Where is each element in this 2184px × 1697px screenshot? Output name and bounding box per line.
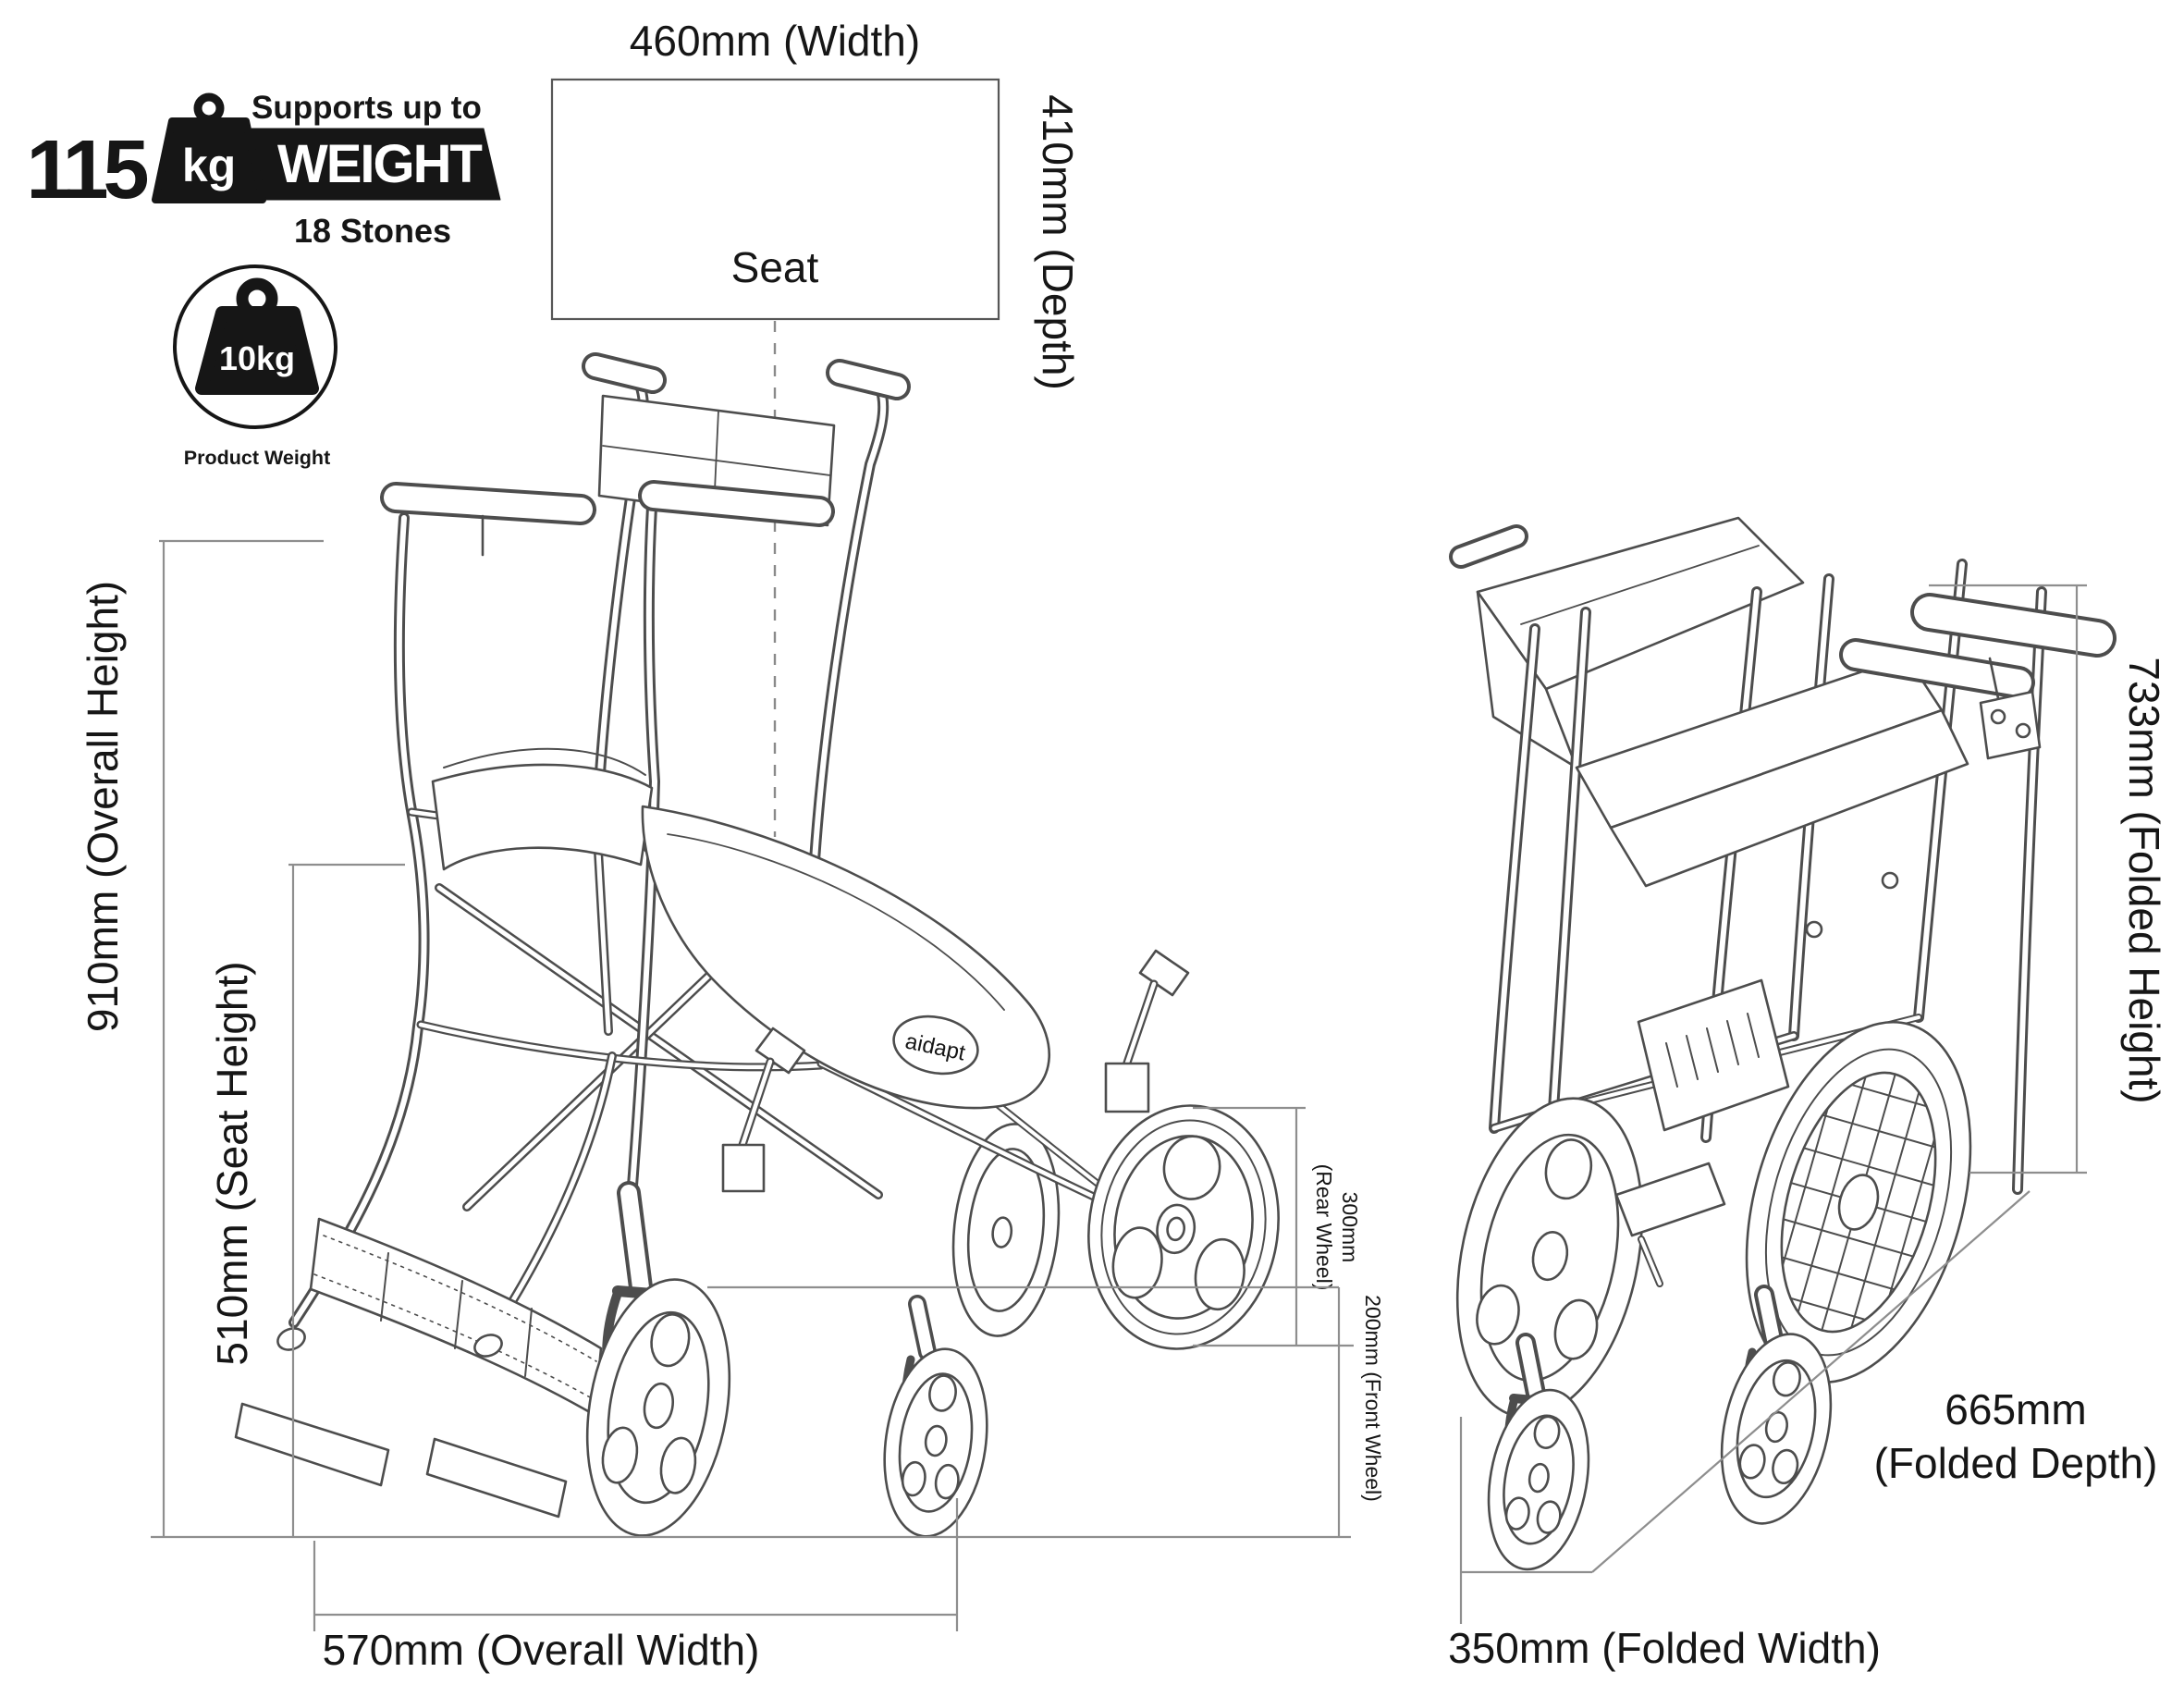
seat-height-label: 510mm (Seat Height)	[208, 961, 256, 1365]
folded-height-label: 733mm (Folded Height)	[2120, 657, 2168, 1103]
brake-lever-left	[721, 1027, 806, 1193]
folded-chair-dimensions: 733mm (Folded Height) 665mm (Folded Dept…	[1448, 584, 2168, 1672]
open-wheelchair-drawing: aidapt	[234, 352, 1280, 1538]
seat-label: Seat	[731, 243, 819, 291]
folded-right-caster	[1720, 1285, 1833, 1525]
armrest-right	[638, 480, 835, 527]
folded-depth-name: (Folded Depth)	[1874, 1439, 2158, 1487]
kettlebell-weight-icon: kg	[152, 92, 266, 203]
kettlebell-body-icon	[195, 306, 319, 395]
max-weight-value: 115	[26, 124, 147, 216]
seat-sling	[431, 747, 654, 871]
folded-wheelchair-drawing	[1449, 516, 2117, 1571]
heel-strap	[309, 1217, 603, 1417]
folded-footplate	[1614, 1162, 1726, 1287]
rear-wheel-value: 300mm	[1338, 1192, 1362, 1263]
rear-wheel	[1087, 1104, 1280, 1350]
footrest-assembly	[234, 1217, 603, 1519]
max-weight-unit: kg	[182, 140, 236, 191]
product-weight-value: 10kg	[219, 339, 295, 377]
vented-side-panel	[1637, 978, 1790, 1132]
weight-banner-label: WEIGHT	[277, 134, 483, 194]
seat-outline-box	[550, 78, 1000, 321]
overall-height-label: 910mm (Overall Height)	[79, 581, 127, 1032]
brake-lever-right	[1104, 949, 1190, 1113]
supports-label: Supports up to	[252, 90, 482, 126]
folded-depth-value: 665mm	[1945, 1385, 2086, 1433]
open-chair-dimensions: 910mm (Overall Height) 510mm (Seat Heigh…	[79, 539, 1385, 1674]
folded-width-label: 350mm (Folded Width)	[1448, 1624, 1881, 1672]
product-weight-label: Product Weight	[184, 447, 330, 469]
far-front-caster	[883, 1295, 988, 1538]
folded-seat-panels	[1575, 655, 1969, 888]
folded-left-caster	[1487, 1333, 1590, 1571]
seat-plan: 460mm (Width) Seat 410mm (Depth)	[550, 17, 1082, 837]
product-weight-icon: 10kg Product Weight	[173, 264, 337, 469]
front-wheel-label: 200mm (Front Wheel)	[1361, 1295, 1385, 1502]
front-caster	[585, 1181, 731, 1537]
max-weight-badge: WEIGHT Supports up to 18 Stones 115 kg	[26, 90, 501, 250]
seat-depth-label: 410mm (Depth)	[1034, 94, 1082, 390]
rear-wheel-name: (Rear Wheel)	[1312, 1164, 1336, 1291]
folded-left-wheel	[1455, 1097, 1644, 1419]
brand-logo-oval	[892, 1015, 979, 1076]
footplate-left	[234, 1402, 390, 1487]
side-guard-panel: aidapt	[641, 805, 1050, 1110]
folded-depth-line	[1591, 1190, 2031, 1573]
folded-armrests	[1839, 593, 2117, 705]
stones-label: 18 Stones	[294, 212, 451, 250]
seat-width-label: 460mm (Width)	[630, 17, 920, 65]
armrest-left	[380, 482, 596, 557]
footplate-right	[425, 1437, 568, 1519]
overall-width-label: 570mm (Overall Width)	[323, 1626, 760, 1674]
